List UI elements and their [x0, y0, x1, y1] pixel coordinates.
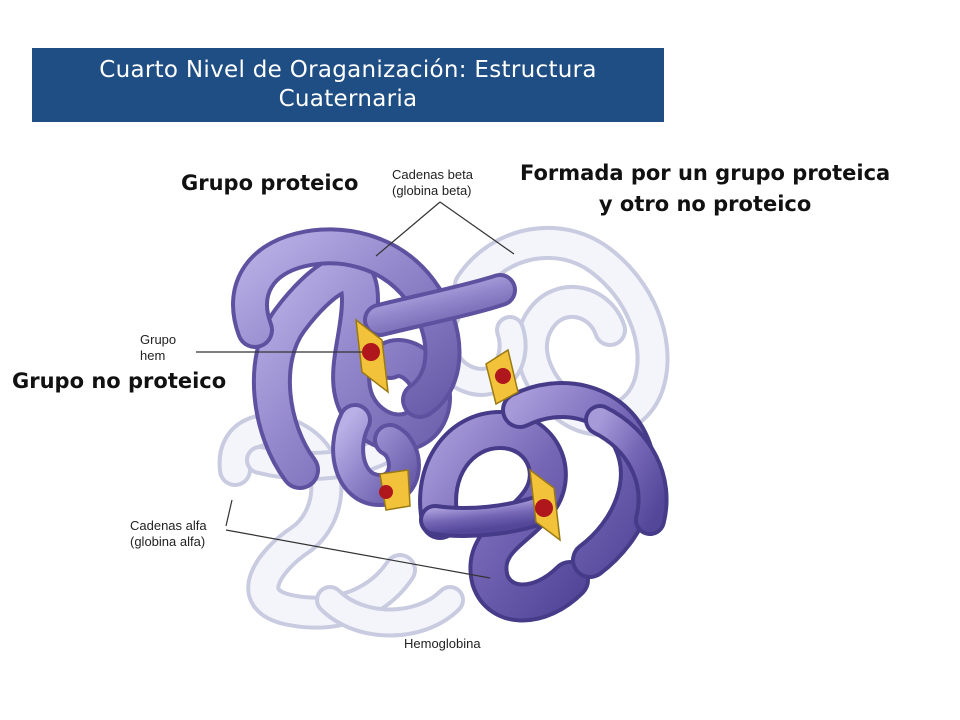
- heme-group-upper-left: [355, 318, 389, 394]
- callout-formada-line-1: Formada por un grupo proteica: [520, 161, 891, 185]
- callout-grupo-no-proteico: Grupo no proteico: [12, 369, 227, 393]
- title-line-1: Cuarto Nivel de Oraganización: Estructur…: [99, 57, 597, 83]
- callout-formada: Formada por un grupo proteica y otro no …: [520, 158, 890, 220]
- label-grupo-hem: Grupo hem: [140, 332, 176, 364]
- title-bar: Cuarto Nivel de Oraganización: Estructur…: [32, 48, 664, 122]
- iron-atom-icon: [495, 368, 511, 384]
- callout-formada-line-2: y otro no proteico: [598, 192, 812, 216]
- label-cadenas-beta-line-2: (globina beta): [392, 183, 472, 198]
- heme-group-lower-right: [529, 468, 561, 542]
- heme-group-upper-right: [485, 348, 519, 406]
- label-cadenas-beta-line-1: Cadenas beta: [392, 167, 473, 182]
- leader-line-beta-1: [375, 201, 441, 257]
- label-cadenas-alfa-line-2: (globina alfa): [130, 534, 206, 549]
- figure-caption: Hemoglobina: [404, 636, 481, 651]
- leader-lines: [196, 201, 515, 579]
- label-grupo-hem-line-1: Grupo: [140, 332, 177, 347]
- iron-atom-icon: [362, 343, 380, 361]
- iron-atom-icon: [379, 485, 393, 499]
- iron-atom-icon: [535, 499, 553, 517]
- label-cadenas-alfa: Cadenas alfa (globina alfa): [130, 518, 207, 550]
- leader-line-alfa-1: [225, 499, 233, 527]
- alpha-chain-upper-left: [231, 227, 517, 507]
- label-cadenas-alfa-line-1: Cadenas alfa: [130, 518, 207, 533]
- heme-group-lower-left: [379, 469, 411, 511]
- label-cadenas-beta: Cadenas beta (globina beta): [392, 167, 473, 199]
- label-grupo-hem-line-2: hem: [140, 348, 166, 363]
- title-line-2: Cuaternaria: [278, 86, 418, 112]
- callout-grupo-proteico: Grupo proteico: [181, 171, 359, 195]
- leader-line-alfa-2: [225, 529, 491, 579]
- leader-line-beta-2: [439, 201, 515, 255]
